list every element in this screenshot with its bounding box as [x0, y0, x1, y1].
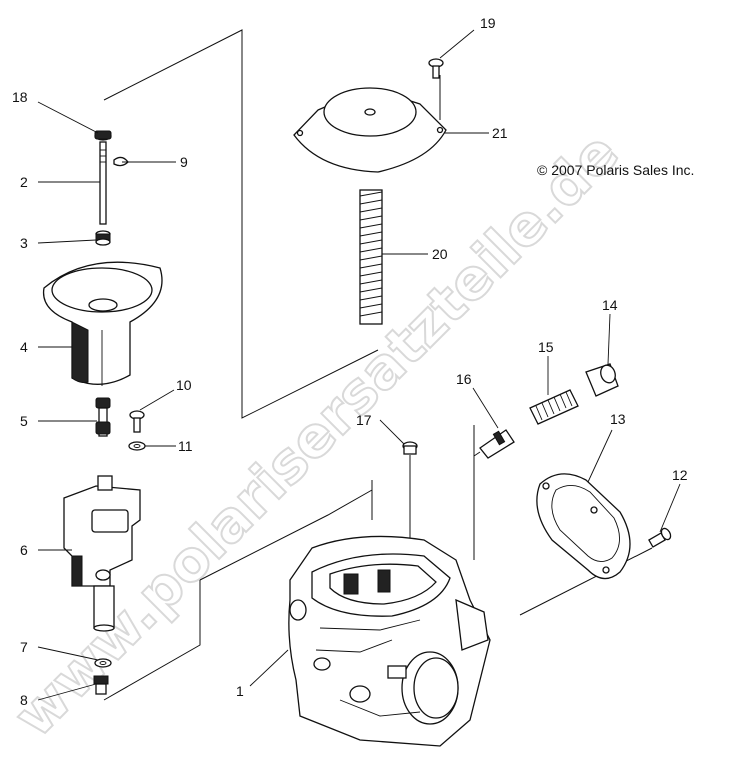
part-18-nut — [94, 130, 112, 141]
part-14-cap — [585, 363, 619, 397]
callout-19: 19 — [480, 15, 496, 31]
callout-8: 8 — [20, 692, 28, 708]
assembly-lines — [103, 29, 653, 701]
part-16-plunger — [473, 429, 515, 459]
part-8-main-jet — [93, 675, 109, 695]
part-9-clip — [113, 156, 129, 167]
callout-4: 4 — [20, 339, 28, 355]
callout-1: 1 — [236, 683, 244, 699]
part-11-lock-washer — [128, 441, 146, 451]
part-10-screw — [129, 410, 145, 433]
callout-11: 11 — [178, 438, 193, 454]
callout-2: 2 — [20, 174, 28, 190]
callout-20: 20 — [432, 246, 448, 262]
part-19-screw — [428, 58, 444, 79]
part-15-spring — [529, 389, 579, 425]
callout-18: 18 — [12, 89, 28, 105]
callout-13: 13 — [610, 411, 626, 427]
callout-9: 9 — [180, 154, 188, 170]
callout-10: 10 — [176, 377, 192, 393]
callout-6: 6 — [20, 542, 28, 558]
callout-21: 21 — [492, 125, 508, 141]
part-17-screw — [402, 441, 418, 455]
part-6-jet-holder — [63, 475, 141, 632]
callout-15: 15 — [538, 339, 554, 355]
callout-17: 17 — [356, 412, 372, 428]
leader-lines — [37, 29, 681, 701]
callout-3: 3 — [20, 235, 28, 251]
part-5-needle-jet — [95, 397, 111, 437]
callout-16: 16 — [456, 371, 472, 387]
copyright-text: © 2007 Polaris Sales Inc. — [537, 162, 694, 178]
callout-numbers: 18 2 3 4 5 6 7 8 9 10 11 19 21 20 14 15 … — [12, 15, 688, 708]
callout-12: 12 — [672, 467, 688, 483]
callout-7: 7 — [20, 639, 28, 655]
callout-5: 5 — [20, 413, 28, 429]
part-1-carburetor-body — [288, 535, 491, 747]
part-12-screw — [648, 527, 672, 548]
part-7-o-ring — [94, 658, 112, 668]
part-21-top-cover — [293, 87, 447, 173]
part-13-gasket-cover — [536, 473, 631, 580]
part-20-spring — [359, 189, 383, 325]
part-2-jet-needle — [99, 141, 107, 225]
callout-14: 14 — [602, 297, 618, 313]
part-3-spacer — [95, 230, 111, 246]
part-4-diaphragm-slide — [42, 261, 163, 386]
